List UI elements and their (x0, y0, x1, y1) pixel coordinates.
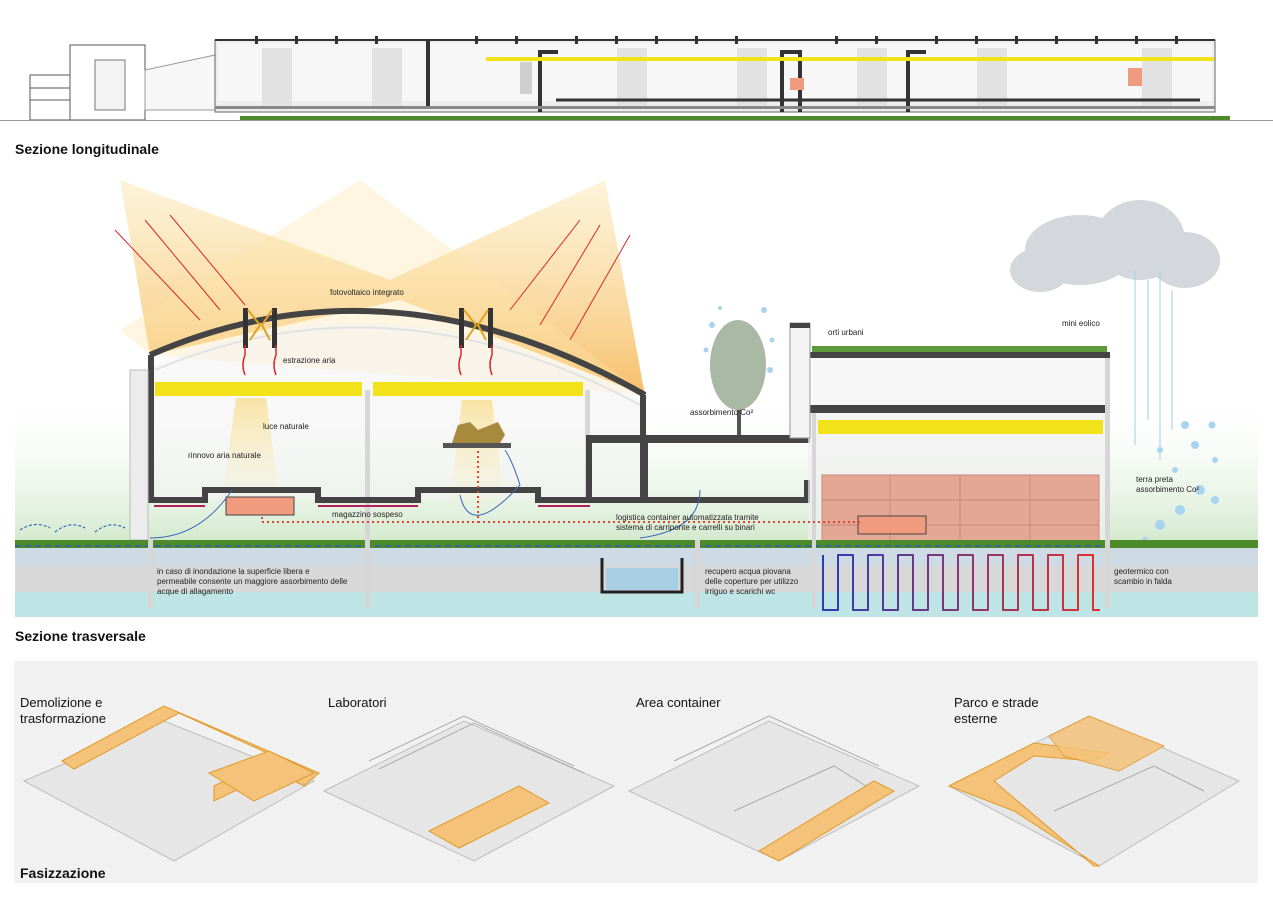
label-logistics-2: sistema di carriponte e carrelli su bina… (616, 523, 755, 532)
label-urban-gardens: orti urbani (828, 328, 864, 337)
phase-1-axonometry (22, 705, 320, 862)
label-air-renew: rinnovo aria naturale (188, 451, 261, 460)
transversal-section-title: Sezione trasversale (15, 628, 146, 644)
phasing-diagrams (22, 705, 1241, 867)
label-rain-2: delle coperture per utilizzo (705, 577, 799, 586)
label-logistics-1: logistica container automatizzata tramit… (616, 513, 759, 522)
longitudinal-section (0, 36, 1273, 121)
label-mini-wind: mini eolico (1062, 319, 1100, 328)
label-rain-3: irriguo e scarichi wc (705, 587, 775, 596)
longitudinal-section-title: Sezione longitudinale (15, 141, 159, 157)
phase-3-axonometry (627, 715, 921, 862)
phase-4-label: Parco e strade esterne (954, 695, 1039, 726)
transversal-section: fotovoltaico integrato estrazione aria l… (15, 180, 1258, 617)
label-terra-1: terra preta (1136, 475, 1173, 484)
phase-4-axonometry (947, 715, 1241, 867)
label-rain-1: recupero acqua piovana (705, 567, 791, 576)
label-flood-3: acque di allagamento (157, 587, 234, 596)
label-air-extract: estrazione aria (283, 356, 336, 365)
phase-2-label: Laboratori (328, 695, 387, 710)
label-terra-2: assorbimento Co² (1136, 485, 1199, 494)
label-pv: fotovoltaico integrato (330, 288, 404, 297)
label-flood-1: in caso di inondazione la superficie lib… (157, 567, 310, 576)
label-geo-1: geotermico con (1114, 567, 1169, 576)
phase-1-label: Demolizione e trasformazione (20, 695, 106, 726)
phasing-panel: Demolizione e trasformazione Laboratori … (14, 661, 1258, 883)
phasing-title: Fasizzazione (20, 865, 106, 881)
label-natural-light: luce naturale (263, 422, 309, 431)
label-flood-2: permeabile consente un maggiore assorbim… (157, 577, 348, 586)
label-geo-2: scambio in falda (1114, 577, 1172, 586)
label-co2-absorb: assorbimento Co² (690, 408, 753, 417)
phase-3-label: Area container (636, 695, 721, 710)
label-suspended-store: magazzino sospeso (332, 510, 403, 519)
phase-2-axonometry (322, 715, 616, 862)
